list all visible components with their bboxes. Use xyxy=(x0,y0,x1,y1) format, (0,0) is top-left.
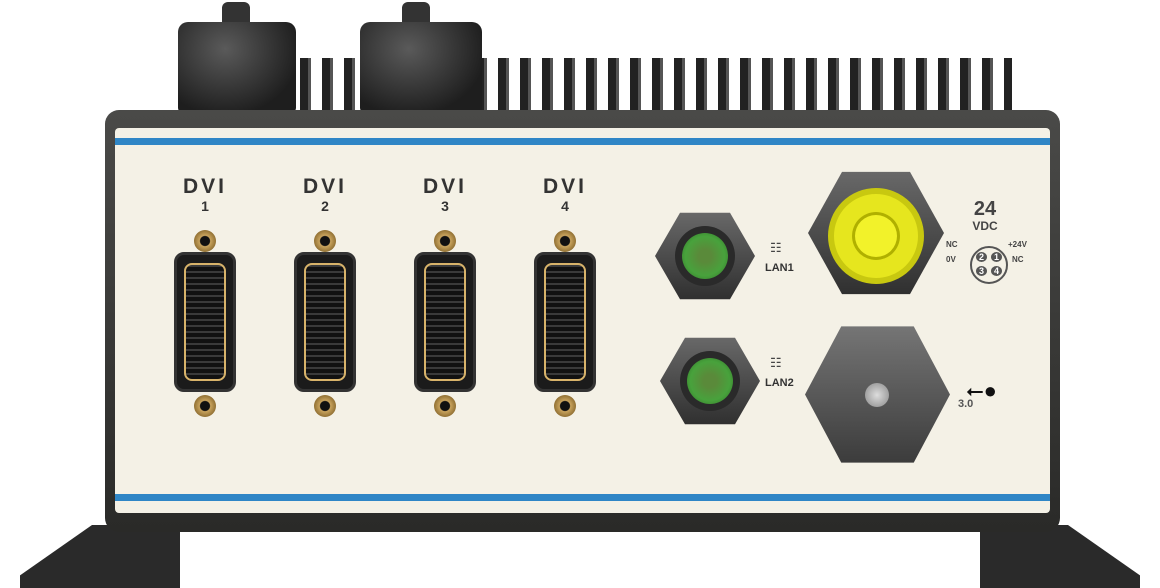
dvi-screw xyxy=(194,395,216,417)
lan2-insert xyxy=(687,358,733,404)
pin-2: 2 xyxy=(976,252,987,262)
dvi4-port[interactable] xyxy=(534,252,596,392)
mounting-foot-left xyxy=(20,525,180,588)
cable-gland-1 xyxy=(178,22,296,112)
mounting-foot-right xyxy=(980,525,1140,588)
dvi-screw xyxy=(554,395,576,417)
dvi-screw xyxy=(314,230,336,252)
dvi-port-number: 3 xyxy=(441,198,449,214)
usb-cap-screw xyxy=(865,383,889,407)
lan1-port[interactable] xyxy=(675,226,735,286)
dvi-screw xyxy=(194,230,216,252)
dvi-screw xyxy=(434,230,456,252)
pin-label-24v: +24V xyxy=(1008,240,1027,249)
pin-label-0v: 0V xyxy=(946,255,956,264)
dvi-port-number: 1 xyxy=(201,198,209,214)
pin-4: 4 xyxy=(991,266,1002,276)
dvi3-port[interactable] xyxy=(414,252,476,392)
blue-stripe-bottom xyxy=(115,494,1050,501)
usb-icon: ⭠● xyxy=(966,378,997,403)
dvi-label-text: DVI xyxy=(302,175,347,198)
pinout-diagram: NC +24V 0V NC 2 1 3 4 xyxy=(946,240,1036,285)
pin-label-nc-2: NC xyxy=(1012,255,1024,264)
lan1-label: LAN1 xyxy=(765,262,794,274)
lan1-insert xyxy=(682,233,728,279)
dvi-label-text: DVI xyxy=(182,175,227,198)
dvi-screw xyxy=(314,395,336,417)
usb-version: 3.0 xyxy=(958,398,974,410)
pin-label-nc: NC xyxy=(946,240,958,249)
network-icon: ☷ xyxy=(770,355,782,370)
dvi-port-number: 4 xyxy=(561,198,569,214)
dvi1-port[interactable] xyxy=(174,252,236,392)
cable-gland-2 xyxy=(360,22,482,112)
dvi-label-text: DVI xyxy=(422,175,467,198)
voltage-unit: VDC xyxy=(972,219,998,233)
dvi-label-text: DVI xyxy=(542,175,587,198)
dvi-port-number: 2 xyxy=(321,198,329,214)
dvi-screw xyxy=(434,395,456,417)
network-icon: ☷ xyxy=(770,240,782,255)
dvi-screw xyxy=(554,230,576,252)
pin-1: 1 xyxy=(991,252,1002,262)
dvi2-port[interactable] xyxy=(294,252,356,392)
lan2-label: LAN2 xyxy=(765,377,794,389)
pin-3: 3 xyxy=(976,266,987,276)
blue-stripe-top xyxy=(115,138,1050,145)
power-connector[interactable] xyxy=(828,188,924,284)
lan2-port[interactable] xyxy=(680,351,740,411)
voltage-value: 24 xyxy=(973,198,997,220)
